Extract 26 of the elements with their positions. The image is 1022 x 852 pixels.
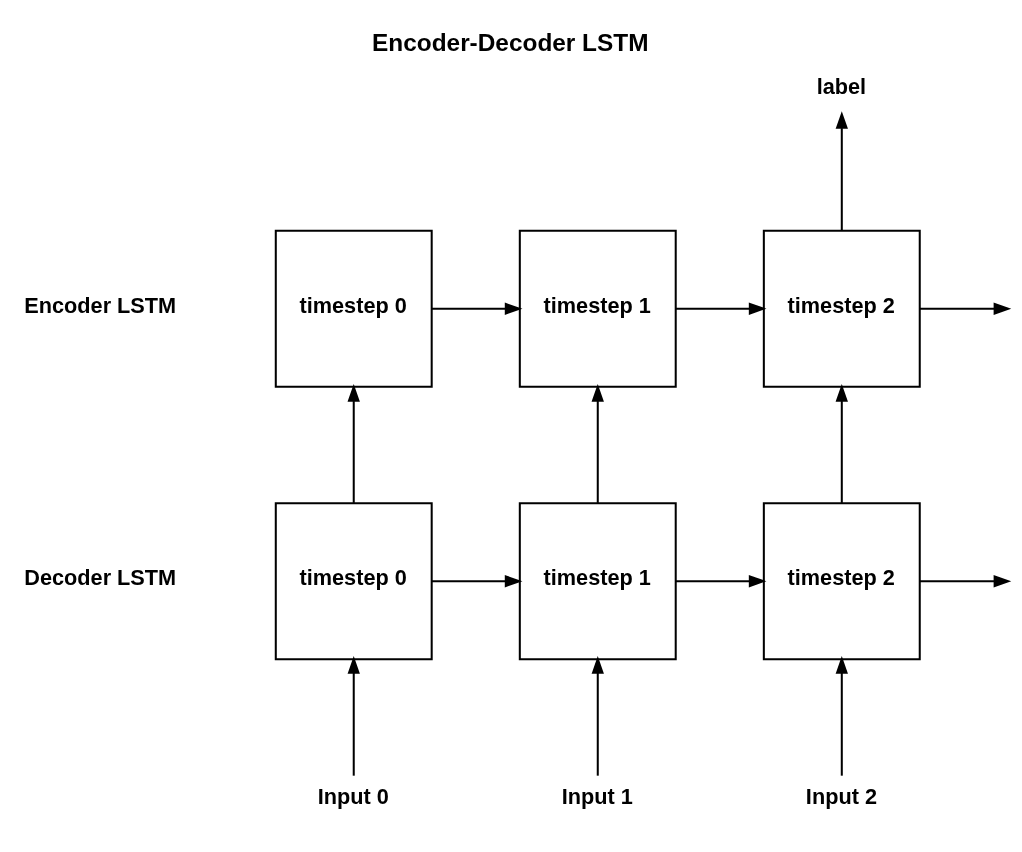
- node-box: timestep 1: [518, 502, 677, 661]
- node-box: timestep 2: [762, 229, 921, 388]
- label: Encoder LSTM: [24, 292, 177, 318]
- arrow: [835, 656, 848, 776]
- node-box: timestep 0: [274, 502, 433, 661]
- arrow: [347, 384, 360, 503]
- node-box: timestep 1: [518, 229, 677, 388]
- node-text: Input 1: [561, 783, 633, 809]
- arrow: [919, 575, 1012, 588]
- arrow: [431, 302, 523, 315]
- arrow: [835, 384, 848, 503]
- diagram-title: Encoder-Decoder LSTM: [372, 29, 649, 57]
- arrow: [591, 384, 604, 503]
- node-text: Input 2: [805, 783, 877, 809]
- node-box: timestep 0: [274, 229, 433, 388]
- arrow: [591, 656, 604, 776]
- node-text: Input 0: [317, 783, 389, 809]
- node-box: timestep 2: [762, 502, 921, 661]
- arrow: [835, 111, 848, 231]
- arrow: [347, 656, 360, 776]
- label: Decoder LSTM: [24, 565, 177, 591]
- node-text: label: [816, 73, 867, 99]
- arrow: [919, 302, 1012, 315]
- arrow: [675, 575, 767, 588]
- arrow: [675, 302, 767, 315]
- arrow: [431, 575, 523, 588]
